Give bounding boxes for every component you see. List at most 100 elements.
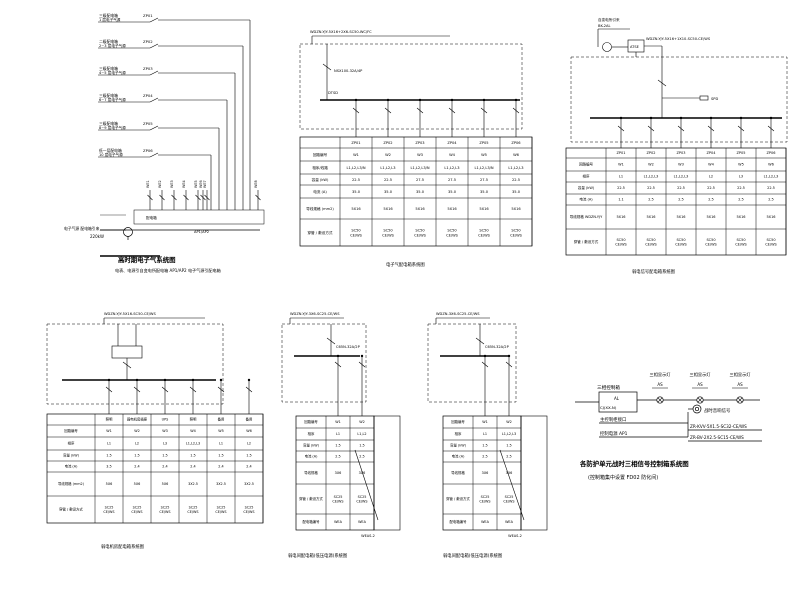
d6-table-cell: CE/WS <box>479 500 490 504</box>
d4-table-row-label: 容量 (kW) <box>63 453 79 458</box>
d2-table-cell: W5 <box>481 153 487 157</box>
d7-box-label: AL <box>614 396 620 401</box>
d2-table-cell: 5X16 <box>447 207 457 211</box>
d2-table-row-label: 容量 (kW) <box>312 177 329 182</box>
d2-table-cell: 22.5 <box>512 178 520 182</box>
d1-drop-code: WE3 <box>170 180 174 188</box>
d5-table-cell: W2 <box>359 420 365 424</box>
d7-lamp-tag: AS <box>697 382 703 387</box>
d4-title: 弱电机房配电箱系统图 <box>101 543 144 550</box>
d3-table-row-label: 电流 (A) <box>579 197 593 202</box>
d6-table-row-label: 导线规格 <box>451 470 465 475</box>
d3-title: 弱电信号配电箱系统图 <box>632 268 675 275</box>
d3-table-cell: CE/WS <box>705 243 717 247</box>
d3-table-cell: SC50 <box>736 238 745 242</box>
d3-table-cell: 2.5 <box>648 198 654 202</box>
d6-table-cell: 3X6 <box>506 471 513 475</box>
d7-lamp-tag: AS <box>737 382 743 387</box>
d5-cable: WDZN-YJY-3X6-SC25-CE/WS <box>290 312 340 316</box>
d1-drop-code: WE1 <box>146 180 150 188</box>
d1-drop-code: WE7 <box>203 180 207 188</box>
d2-table-cell: 27.5 <box>448 178 456 182</box>
d4-table-cell: 1.5 <box>218 454 223 458</box>
d5-table-cell: 1.5 <box>335 444 340 448</box>
d4-table-cell: W5 <box>218 429 224 433</box>
d3-table-cell: SC50 <box>676 238 685 242</box>
d6-cable: WDZN-3X6-SC25-CE/WS <box>436 312 480 316</box>
d4-table-cell: 2.4 <box>162 465 167 469</box>
d2-table-row-label: 相序/线路 <box>312 165 328 170</box>
d2-table-col-header: ZP04 <box>447 141 457 145</box>
d6-table-row-label: 穿管 / 敷设方式 <box>446 496 470 501</box>
d3-table-col-header: ZP06 <box>767 151 776 155</box>
d1-title: 高时期电子气系统图 <box>118 255 176 264</box>
d3-table-cell: SC50 <box>646 238 655 242</box>
d2-table-cell: L1,L2,L3/N <box>474 166 493 170</box>
d2-table-cell: 35.0 <box>384 190 393 194</box>
d4-table-cell: 5X6 <box>134 482 141 486</box>
d2-table-row-label: 电流 (A) <box>313 189 327 194</box>
d4-table-cell: L1,L2,L3 <box>186 442 200 446</box>
d6-table-cell: WEA <box>505 520 513 524</box>
d3-table-cell: CE/WS <box>675 243 687 247</box>
d4-table-cell: 2.4 <box>218 465 223 469</box>
d2-table-cell: 22.5 <box>352 178 360 182</box>
d7-lamp-header: 三相显示灯 <box>690 371 712 378</box>
d3-table-row-label: 导线规格 WDZN-YJY <box>570 214 603 219</box>
d3-table-cell: L1,L2,L3 <box>764 175 779 179</box>
d5-breaker: C65N-32A/2P <box>336 345 361 349</box>
d3-table-col-header: ZP04 <box>707 151 717 155</box>
d5-table-cell: CE/WS <box>332 500 343 504</box>
d3-table-cell: 22.5 <box>677 186 685 190</box>
d4-table-row-label: 回路编号 <box>64 428 78 433</box>
d2-breaker: NSX100-32A/4P <box>334 69 363 73</box>
d3-table-col-header: ZP03 <box>677 151 686 155</box>
d3-table-cell: 22.5 <box>617 186 625 190</box>
d1-circuit-label: 低一层配电箱 <box>99 148 122 153</box>
d3-table-cell: L3 <box>739 175 743 179</box>
d2-table-cell: CE/WS <box>478 233 491 237</box>
d6-table-row-label: 相序 <box>455 431 462 436</box>
d3-table-cell: L1,L2,L3 <box>644 175 659 179</box>
d1-circuit-label: 三级配电箱 <box>99 66 118 71</box>
d1-drop-code: WE5 <box>194 180 198 188</box>
d6-table-cell: CE/WS <box>503 500 514 504</box>
d3-table-cell: 22.5 <box>647 186 655 190</box>
d4-table-cell: SC25 <box>133 506 142 510</box>
d6-footer: WEAS-2 <box>508 534 522 538</box>
d4-table-col-header: UPS <box>162 418 169 422</box>
d3-table-cell: W5 <box>738 163 744 167</box>
d2-table-col-header: ZP06 <box>511 141 521 145</box>
d2-table-cell: L1,L2,L3/N <box>346 166 365 170</box>
d4-table-cell: 1.5 <box>190 454 195 458</box>
d2-table-row-label: 穿管 / 敷设方式 <box>307 230 332 235</box>
d4-table-col-header: 备用 <box>246 417 253 422</box>
d2-table-cell: L1,L2,L3 <box>508 166 523 170</box>
d4-table-cell: CE/WS <box>131 510 142 514</box>
d2-table-cell: 27.5 <box>416 178 424 182</box>
d1-circuit-code: ZP06 <box>143 148 153 153</box>
d4-enclosure <box>46 317 253 414</box>
d4-table-cell: W1 <box>106 429 112 433</box>
d2-table-cell: 35.0 <box>352 190 361 194</box>
d5-table-cell: WEA <box>334 520 342 524</box>
d5-table-cell: 1.5 <box>359 444 364 448</box>
d2-table-cell: 22.5 <box>384 178 392 182</box>
d2-enclosure <box>299 35 523 137</box>
d4-table-cell: SC25 <box>105 506 114 510</box>
d6-table-cell: WEA <box>481 520 489 524</box>
d2-table-cell: CE/WS <box>382 233 395 237</box>
d7-lamp-header: 三相显示灯 <box>650 371 672 378</box>
d2-table-col-header: ZP02 <box>383 141 392 145</box>
d4-table-row-label: 电流 (A) <box>65 464 79 469</box>
d3-table-cell: L2 <box>709 175 713 179</box>
d1-feed-label: 电子气源 配电箱引来 <box>64 226 100 231</box>
d7-cable-2: ZR-BV-2X2.5-SC15-CE/WS <box>690 435 744 440</box>
d4-table-cell: W2 <box>134 429 140 433</box>
d3-table-row-label: 相序 <box>583 174 591 179</box>
d6-table-cell: 1.5 <box>506 444 511 448</box>
d3-table-cell: 22.5 <box>737 186 745 190</box>
d4-table-cell: L2 <box>247 442 251 446</box>
d1-busbar-left: 配电箱 <box>146 215 157 220</box>
